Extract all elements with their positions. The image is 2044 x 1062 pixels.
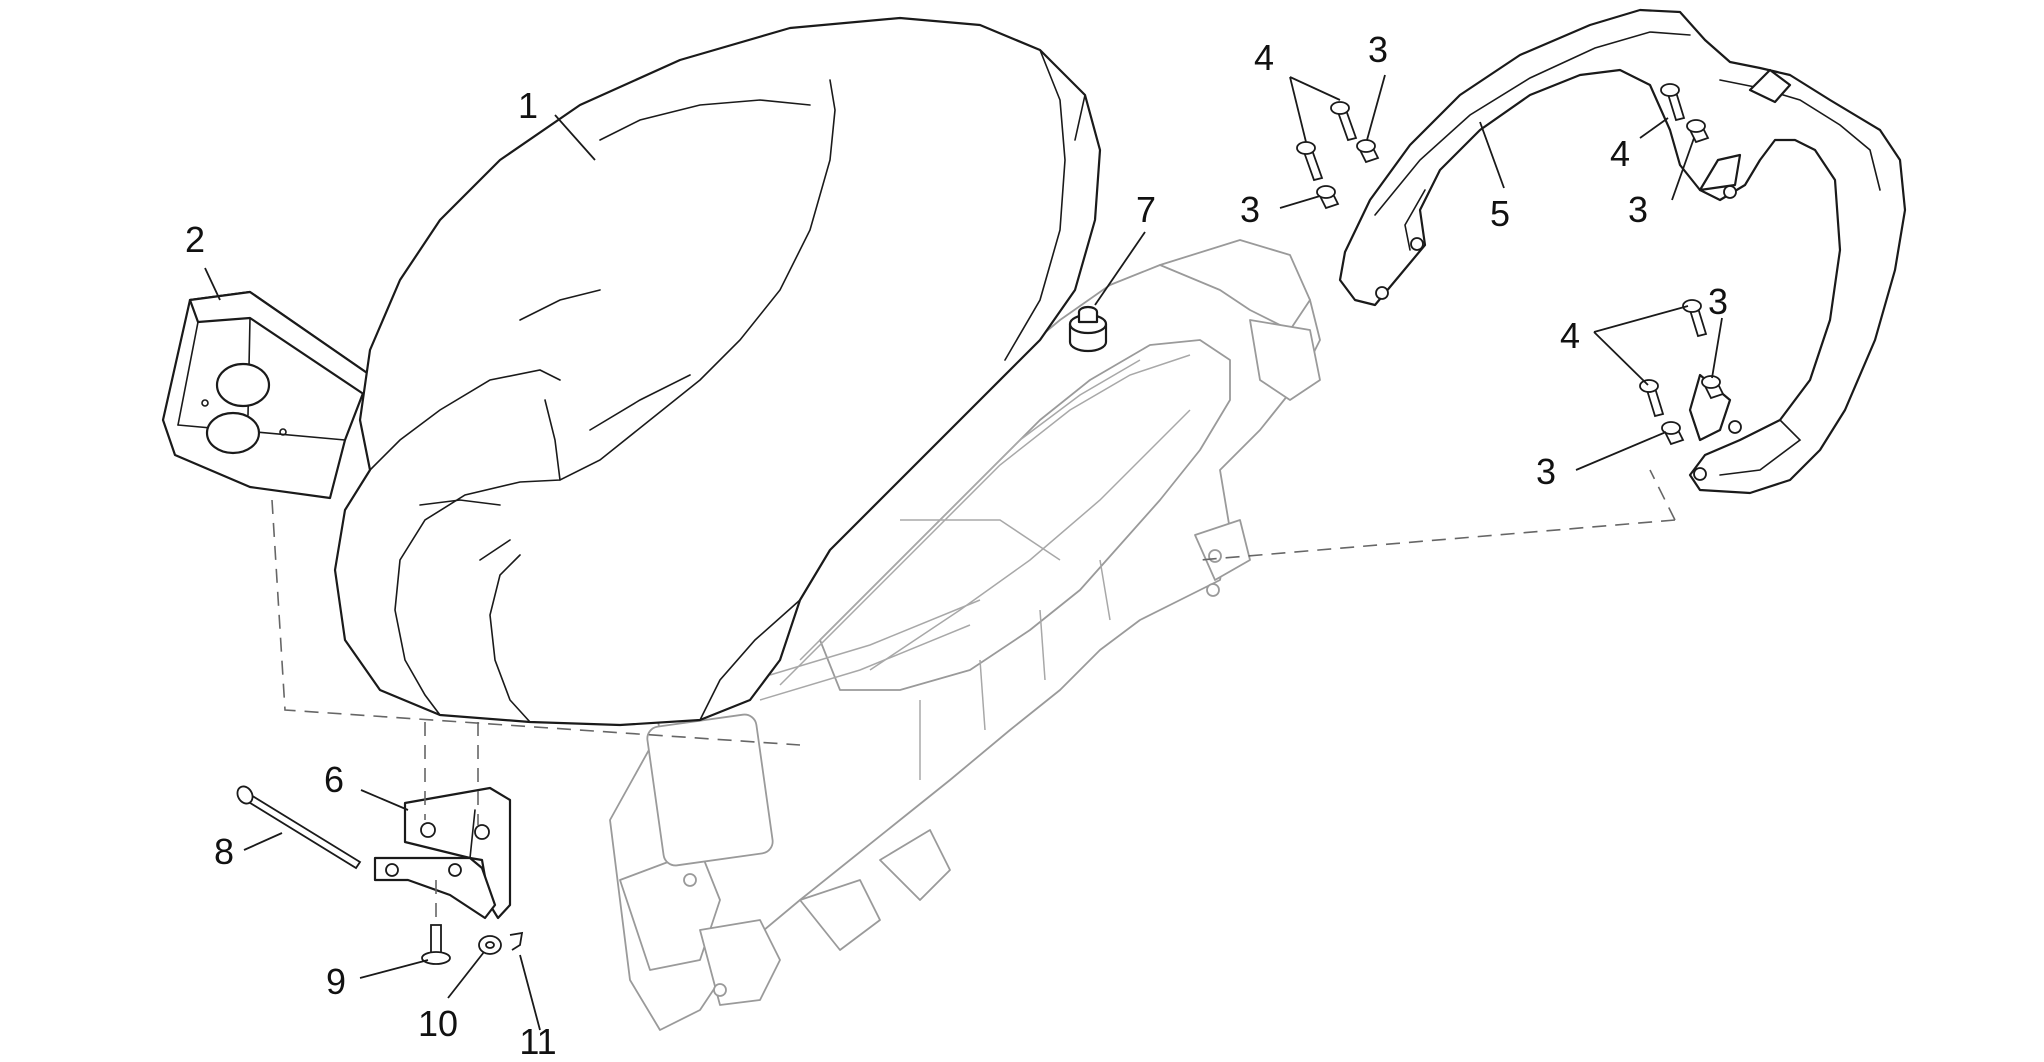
- callout-3-bottom-right-top: 3: [1708, 281, 1728, 322]
- callout-1: 1: [518, 85, 538, 126]
- callout-3-front-top: 3: [1368, 29, 1388, 70]
- callout-2: 2: [185, 219, 205, 260]
- part-seat: [333, 16, 1102, 727]
- leader-lines: [204, 74, 1723, 1031]
- callout-3-front-bottom: 3: [1240, 189, 1260, 230]
- part-rear-grab-handle: [1338, 8, 1907, 495]
- callouts: 1 2 7 4 3 3 5 4 3 4 3 3 6 8 9 10 11: [185, 29, 1728, 1062]
- handle-fasteners-top-right: [1660, 83, 1710, 144]
- callout-4-bottom-right: 4: [1560, 315, 1580, 356]
- callout-4-top-right: 4: [1610, 133, 1630, 174]
- handle-fasteners-front: [1296, 101, 1380, 210]
- callout-8: 8: [214, 831, 234, 872]
- callout-7: 7: [1136, 189, 1156, 230]
- callout-3-bottom-right-bottom: 3: [1536, 451, 1556, 492]
- part-washer: [478, 935, 502, 955]
- callout-6: 6: [324, 759, 344, 800]
- callout-9: 9: [326, 961, 346, 1002]
- part-hinge-pin: [236, 785, 362, 870]
- part-rubber-buffer: [1068, 305, 1108, 353]
- handle-fasteners-bottom-right: [1639, 299, 1725, 446]
- callout-3-top-right: 3: [1628, 189, 1648, 230]
- callout-4-front: 4: [1254, 37, 1274, 78]
- callout-11: 11: [519, 1021, 556, 1057]
- part-screw: [421, 924, 451, 965]
- part-seat-hinge-bracket: [373, 786, 512, 920]
- callout-5: 5: [1490, 193, 1510, 234]
- callout-10: 10: [418, 1003, 458, 1044]
- part-glove-box-insert: [161, 290, 372, 500]
- storage-compartment-frame: [609, 239, 1321, 1031]
- part-circlip: [509, 931, 524, 951]
- assembly-lines: [271, 469, 1676, 925]
